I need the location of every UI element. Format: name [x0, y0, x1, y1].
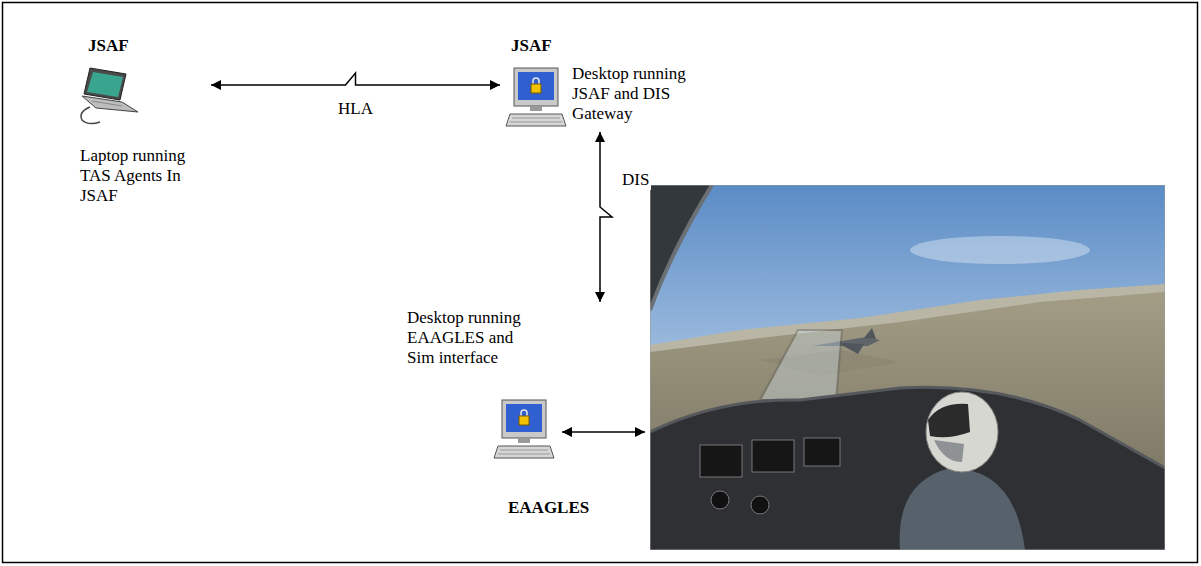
cockpit-photo — [650, 185, 1165, 550]
system-node: Desktop running EAAGLES and Sim interfac… — [403, 304, 614, 522]
link-label: DIS — [620, 170, 651, 190]
link-connector — [211, 73, 500, 85]
system-node: JSAF Laptop running TAS Agents In JSAF — [72, 32, 209, 210]
desktop-icon — [494, 400, 554, 458]
node-title: JSAF — [511, 36, 552, 56]
node-description: Desktop running EAAGLES and Sim interfac… — [407, 308, 532, 368]
link-connector — [600, 132, 612, 302]
node-title: EAAGLES — [508, 498, 589, 518]
node-title: JSAF — [88, 36, 129, 56]
sim-link-arrow — [562, 431, 645, 433]
link-label: HLA — [336, 99, 375, 119]
laptop-icon — [81, 68, 138, 124]
system-node: JSAF Desktop running JSAF and DIS Gateway — [502, 32, 701, 130]
node-description: Laptop running TAS Agents In JSAF — [80, 146, 205, 206]
desktop-icon — [506, 68, 566, 126]
node-description: Desktop running JSAF and DIS Gateway — [572, 64, 697, 124]
frame-border — [3, 3, 1198, 563]
